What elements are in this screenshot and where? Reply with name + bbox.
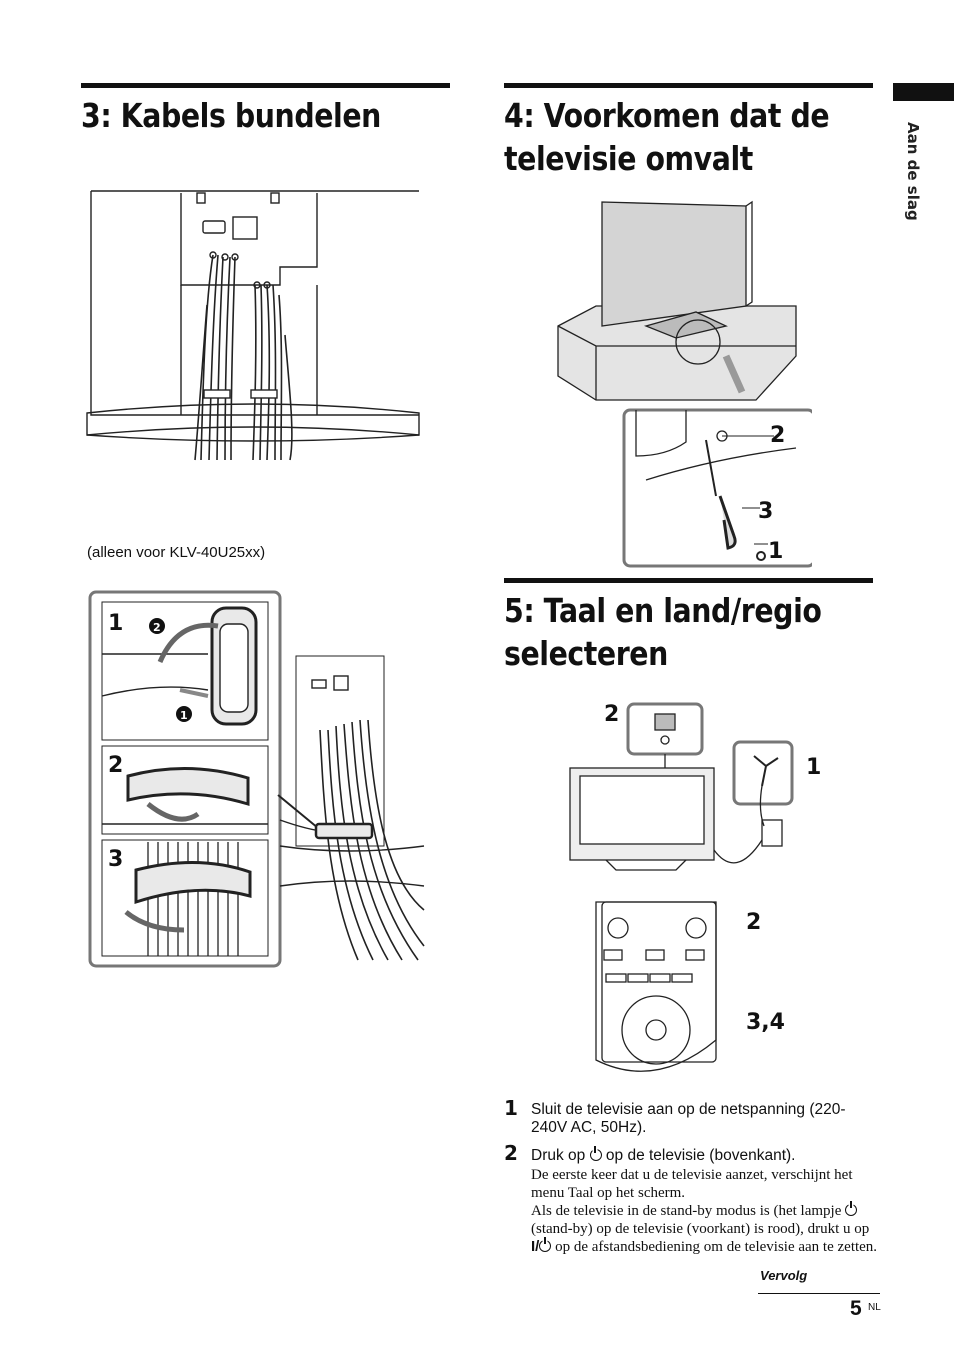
step-1-text: Sluit de televisie aan op de netspanning… [531, 1101, 846, 1136]
power-icon [660, 735, 670, 745]
cable-bundle-illustration [86, 190, 420, 461]
side-tab-label: Aan de slag [904, 122, 922, 221]
power-icon [845, 1201, 858, 1216]
clip-substep-2-label: 2 [153, 621, 161, 634]
stand-callout-2: 2 [770, 423, 785, 448]
power-icon [589, 1146, 602, 1161]
section-rule [81, 83, 450, 88]
step-2-text: Druk op op de televisie (bovenkant). [531, 1146, 796, 1164]
footer-rule [758, 1293, 880, 1294]
tv-setup-illustration: 1 [569, 702, 794, 1072]
side-tab-marker [893, 83, 954, 101]
setup-callout-1-label: 1 [806, 755, 822, 780]
cable-figure-caption: (alleen voor KLV-40U25xx) [87, 544, 266, 561]
section-title-language: 5: Taal en land/regio selecteren [504, 591, 822, 673]
power-cord-icon [732, 740, 794, 806]
step-2-body-first: De eerste keer dat u de televisie aanzet… [531, 1167, 853, 1201]
section-title-tip-over: 4: Voorkomen dat de televisie omvalt [504, 96, 830, 178]
step-2-body-second: Als de televisie in de stand-by modus is… [531, 1201, 878, 1255]
page-language-suffix: NL [868, 1302, 881, 1313]
section-title-cables: 3: Kabels bundelen [81, 96, 381, 135]
remote-control-icon [595, 901, 717, 1072]
setup-callout-2-top: 2 [604, 702, 620, 727]
clip-substep-1-label: 1 [180, 709, 188, 722]
power-icon [539, 1237, 552, 1252]
clip-step-1-label: 1 [108, 611, 123, 636]
section-rule [504, 83, 873, 88]
setup-callout-2-remote: 2 [746, 910, 762, 935]
page-number: 5 [850, 1297, 862, 1320]
section-rule [504, 578, 873, 583]
step-2-body: De eerste keer dat u de televisie aanzet… [531, 1166, 881, 1256]
setup-callout-3-4: 3,4 [746, 1010, 785, 1035]
stand-callout-1: 1 [768, 539, 783, 564]
clip-step-3-label: 3 [108, 847, 123, 872]
step-1-number: 1 [504, 1096, 518, 1120]
continue-label: Vervolg [760, 1268, 808, 1283]
tv-stand-strap-illustration: 2 3 1 [557, 200, 812, 568]
stand-callout-3: 3 [758, 499, 773, 524]
clip-step-2-label: 2 [108, 753, 123, 778]
cable-clip-steps-illustration: 1 2 3 2 1 [88, 590, 425, 968]
step-2-number: 2 [504, 1141, 518, 1165]
